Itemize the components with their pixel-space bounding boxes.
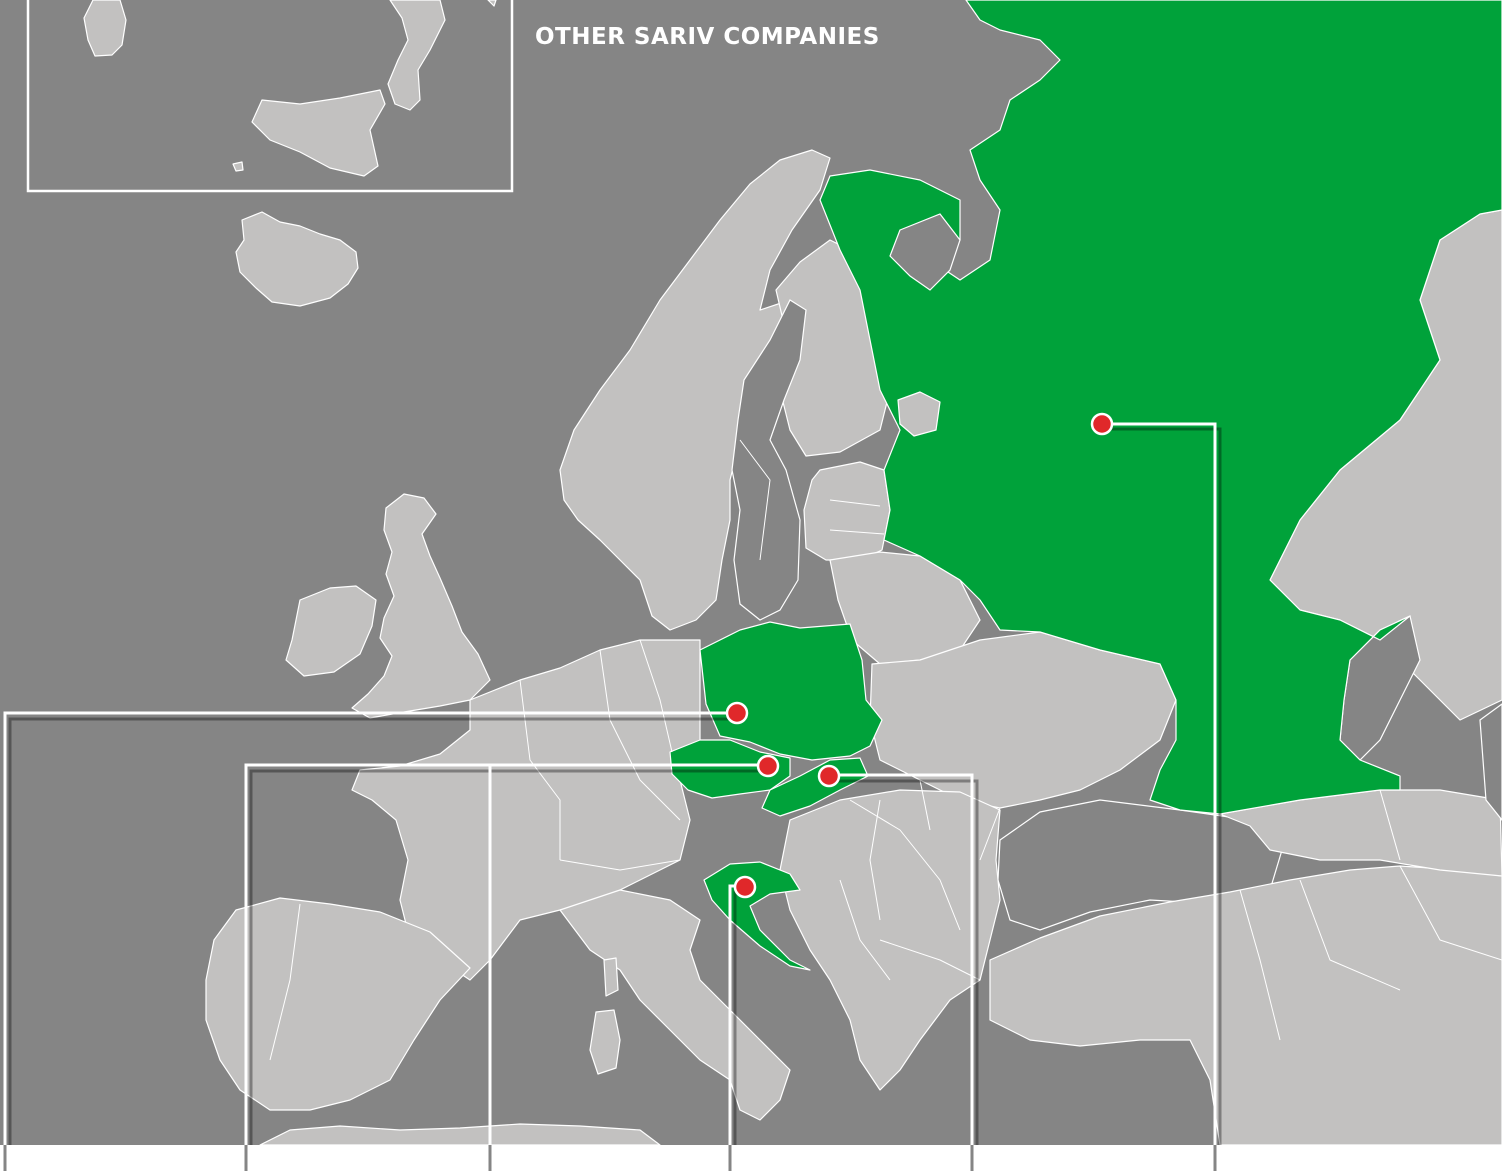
inset-malta	[232, 161, 244, 172]
ireland	[285, 585, 377, 677]
czech-marker[interactable]	[756, 754, 780, 778]
poland-marker[interactable]	[725, 701, 749, 725]
inset-sardinia	[83, 0, 127, 57]
iberia	[205, 897, 471, 1111]
czech-republic	[669, 739, 791, 799]
slovakia	[761, 757, 869, 817]
poland-leader	[3, 711, 737, 1171]
inset-italy-south	[26, 0, 514, 193]
turkey	[989, 865, 1502, 1146]
sardinia	[589, 1009, 621, 1075]
baltic-sea	[731, 299, 807, 621]
balkans	[779, 789, 1001, 1091]
baltic-states	[803, 461, 891, 561]
inset-frame	[26, 0, 514, 193]
slovakia-marker[interactable]	[817, 764, 841, 788]
slovakia-leader	[829, 773, 974, 1171]
inset-corsica-tip	[487, 0, 497, 7]
karelia-lake	[897, 391, 941, 437]
italy	[559, 889, 791, 1121]
russia-marker[interactable]	[1090, 412, 1114, 436]
inset-sicily	[251, 89, 386, 177]
russia-leader	[1103, 422, 1217, 1171]
aral-region	[1479, 703, 1502, 821]
ukraine	[869, 631, 1177, 809]
white-sea	[889, 213, 961, 291]
bottom-strip	[0, 1145, 1502, 1171]
great-britain	[351, 493, 491, 719]
poland	[699, 621, 883, 761]
markers	[725, 412, 1114, 899]
czech-leader-left	[244, 763, 768, 1171]
corsica	[603, 957, 619, 997]
country-borders	[269, 439, 1502, 1061]
russia	[819, 0, 1502, 815]
iceland	[235, 211, 359, 307]
inset-calabria	[387, 0, 446, 111]
map-title: OTHER SARIV COMPANIES	[535, 24, 880, 50]
north-africa	[259, 1123, 661, 1146]
croatia-marker[interactable]	[733, 875, 757, 899]
